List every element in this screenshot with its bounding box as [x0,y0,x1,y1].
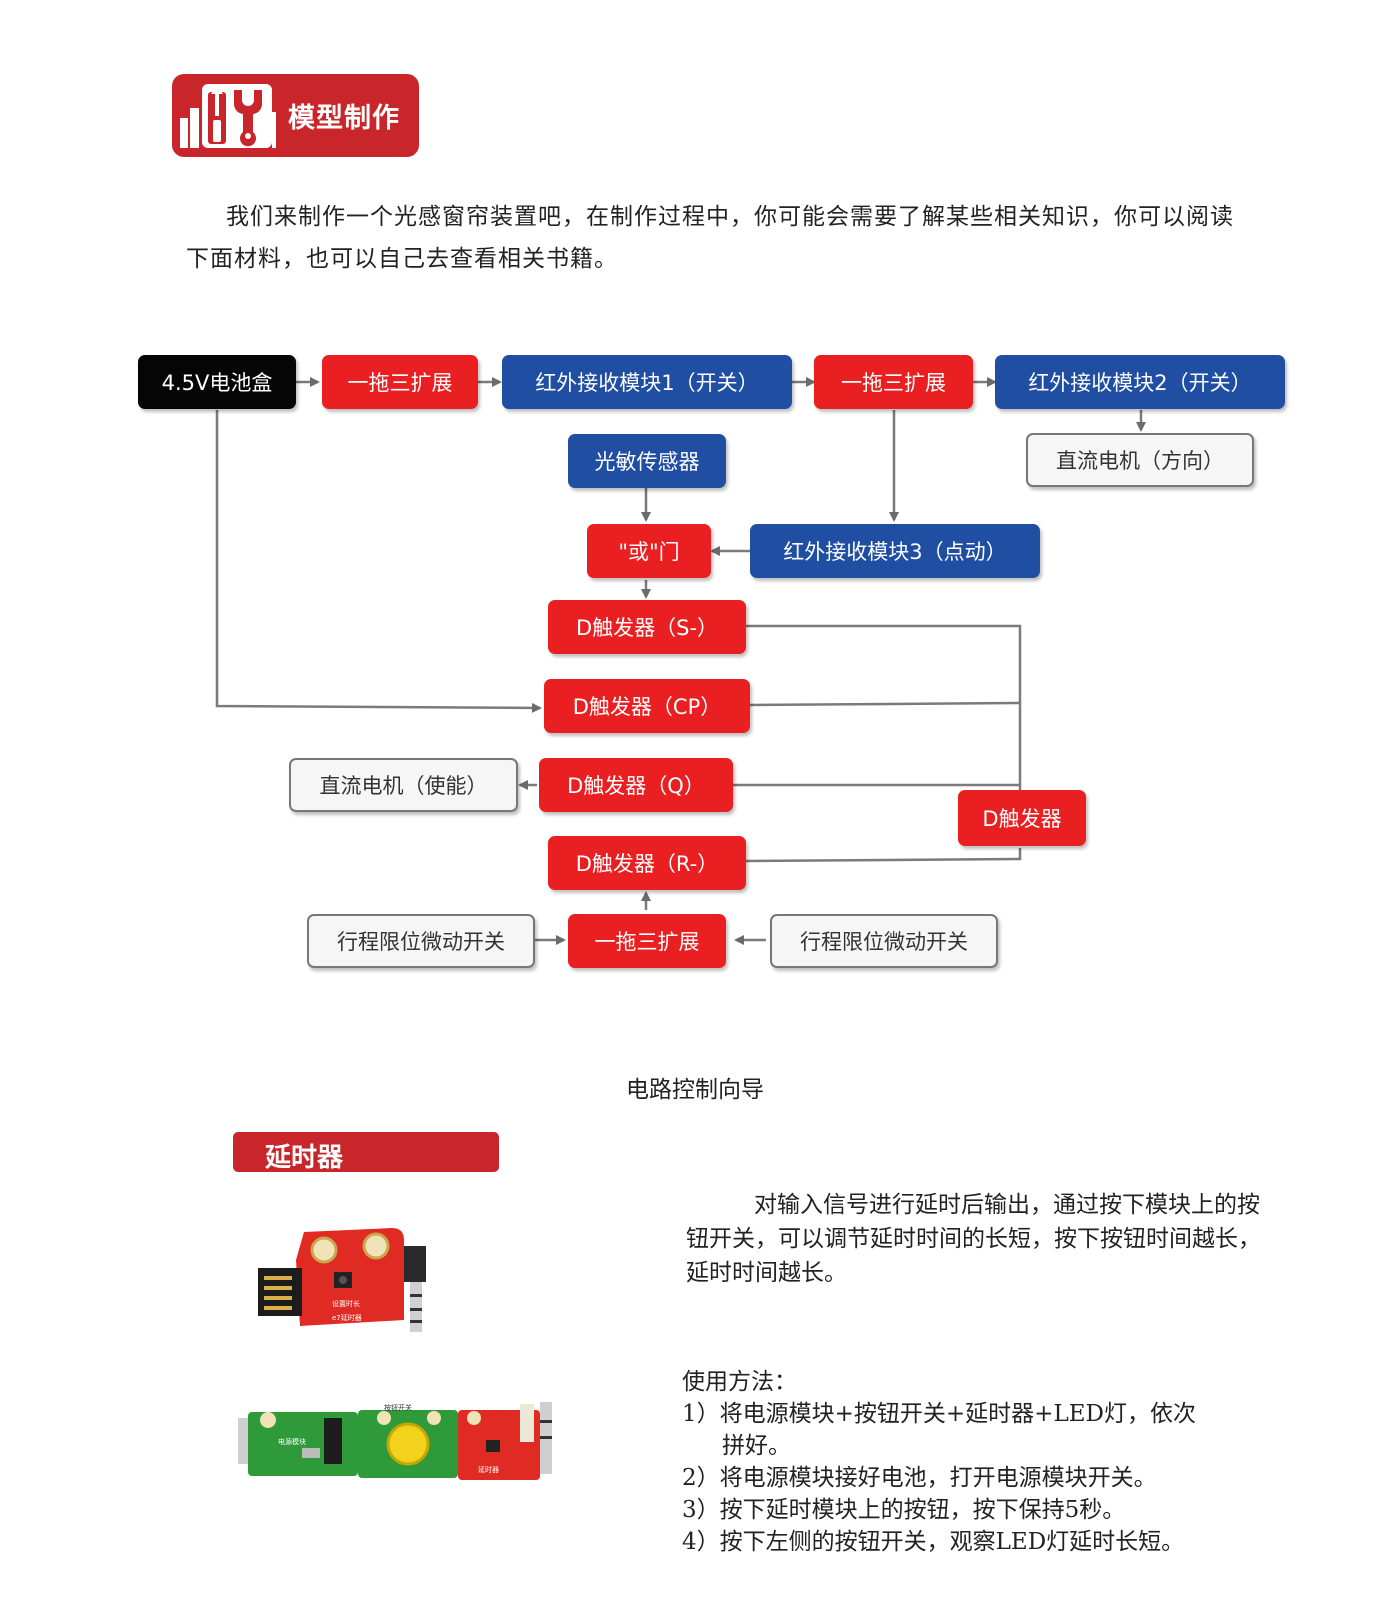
delay-module-photo: 设置时长 e7延时器 [258,1228,426,1332]
module-button-label: 设置时长 [332,1299,360,1308]
circuit-diagram [215,377,1146,945]
node-d-flipflop-cp: D触发器（CP） [544,679,750,733]
power-module-label: 电源模块 [278,1437,306,1446]
section-bar-delay: 延时器 [233,1132,499,1173]
bus-ds [746,624,1022,790]
usage-step-2: 2）将电源模块接好电池，打开电源模块开关。 [682,1465,1157,1491]
assembled-modules-photo: 电源模块 按钮开关 延时器 [238,1402,552,1480]
delay-description: 对输入信号进行延时后输出，通过按下模块上的按钮开关，可以调节延时时间的长短，按下… [686,1192,1261,1286]
node-ir-receiver-3: 红外接收模块3（点动） [750,524,1040,578]
node-dc-motor-direction: 直流电机（方向） [1026,433,1254,487]
node-limit-switch-right: 行程限位微动开关 [770,914,998,968]
node-d-flipflop-q: D触发器（Q） [539,758,733,812]
node-extension-2: 一拖三扩展 [814,355,973,409]
module-name-label: e7延时器 [332,1313,362,1322]
node-limit-switch-left: 行程限位微动开关 [307,914,535,968]
usage-instructions: 使用方法： 1）将电源模块+按钮开关+延时器+LED灯，依次 拼好。 2）将电源… [682,1366,1282,1558]
node-battery-box: 4.5V电池盒 [138,355,296,409]
node-or-gate: "或"门 [587,524,711,578]
usage-step-1: 1）将电源模块+按钮开关+延时器+LED灯，依次 [682,1401,1196,1427]
intro-paragraph: 我们来制作一个光感窗帘装置吧，在制作过程中，你可能会需要了解某些相关知识，你可以… [186,204,1234,272]
node-d-flipflop-main: D触发器 [958,790,1086,846]
usage-title: 使用方法： [682,1369,797,1395]
node-ir-receiver-1: 红外接收模块1（开关） [502,355,792,409]
node-d-flipflop-s: D触发器（S-） [548,600,746,654]
node-light-sensor: 光敏传感器 [568,434,726,488]
bus-dcp [749,701,1021,707]
node-extension-3: 一拖三扩展 [568,914,726,968]
delay-module-label: 延时器 [478,1465,499,1474]
section-header-badge: 模型制作 [172,74,419,157]
node-extension-1: 一拖三扩展 [322,355,478,409]
node-dc-motor-enable: 直流电机（使能） [289,758,518,812]
page-title: 模型制作 [288,103,400,134]
switch-module-label: 按钮开关 [384,1403,412,1412]
node-ir-receiver-2: 红外接收模块2（开关） [995,355,1285,409]
usage-step-1-continued: 拼好。 [722,1433,791,1459]
section-title: 延时器 [265,1143,344,1173]
diagram-caption: 电路控制向导 [626,1077,764,1103]
usage-step-3: 3）按下延时模块上的按钮，按下保持5秒。 [682,1497,1126,1523]
bus-dr [745,848,1022,863]
node-d-flipflop-r: D触发器（R-） [548,836,746,890]
edge-battery-dcp [215,410,542,713]
usage-step-4: 4）按下左侧的按钮开关，观察LED灯延时长短。 [682,1529,1185,1555]
tools-icon [180,84,276,148]
